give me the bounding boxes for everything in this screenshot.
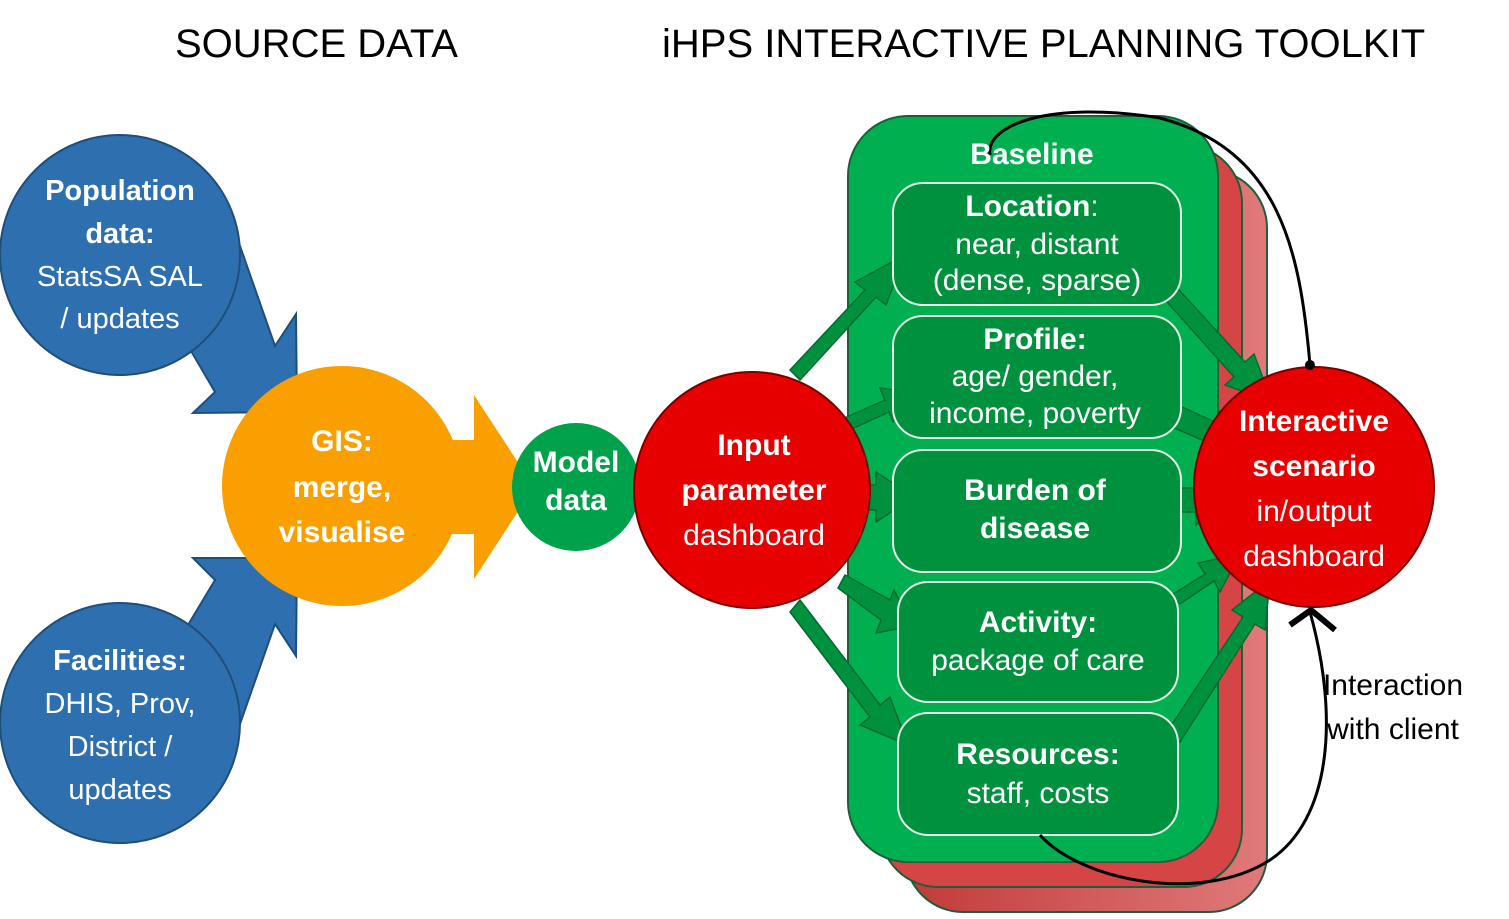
facilities-line2: District /: [68, 731, 174, 763]
profile-line2: income, poverty: [929, 397, 1141, 430]
client-line1: Interaction: [1323, 669, 1463, 702]
interactive-line2: scenario: [1252, 450, 1375, 483]
resources-to-interactive-arrow: [1163, 578, 1271, 743]
population-data-circle: [0, 134, 241, 376]
activity-line1: package of care: [931, 644, 1144, 677]
facilities-title: Facilities:: [53, 645, 187, 677]
profile-box: [892, 315, 1182, 439]
input-arrows: [788, 253, 918, 747]
activity-title: Activity:: [979, 606, 1097, 639]
population-title: Population: [45, 175, 195, 207]
profile-title: Profile:: [983, 323, 1086, 356]
facilities-line1: DHIS, Prov,: [45, 688, 196, 720]
resources-title: Resources:: [956, 738, 1119, 771]
location-line1: near, distant: [955, 228, 1119, 261]
interaction-loop-line: [988, 110, 1312, 366]
burden-line1: Burden of: [964, 474, 1107, 507]
resources-box: [897, 712, 1179, 836]
input-parameter-circle: [633, 371, 871, 609]
gis-circle: [222, 366, 462, 606]
facilities-line3: updates: [68, 774, 171, 806]
resources-line1: staff, costs: [967, 777, 1110, 810]
input-title: Input: [717, 429, 790, 462]
burden-box: [892, 449, 1182, 573]
activity-box: [897, 581, 1179, 703]
gis-to-model-arrow: [440, 395, 534, 579]
gis-title: GIS:: [311, 425, 373, 458]
burden-line2: disease: [980, 512, 1090, 545]
input-to-resources-arrow: [789, 598, 910, 747]
population-title2: data:: [85, 218, 154, 250]
population-line1: StatsSA SAL: [37, 261, 203, 293]
interactive-title: Interactive: [1239, 405, 1389, 438]
interaction-return-line: [1038, 611, 1328, 886]
location-box: [892, 182, 1182, 306]
input-to-activity-arrow: [837, 573, 914, 634]
input-line3: dashboard: [683, 519, 825, 552]
interactive-line4: dashboard: [1243, 540, 1385, 573]
model-line2: data: [545, 484, 607, 517]
interaction-arrowhead: [1288, 606, 1337, 633]
location-title: Location:: [965, 190, 1098, 223]
interaction-loop-dot: [1305, 360, 1315, 370]
input-line2: parameter: [681, 474, 826, 507]
profile-line1: age/ gender,: [952, 360, 1119, 393]
interactive-line3: in/output: [1256, 495, 1372, 528]
model-data-circle: [512, 423, 640, 551]
gis-line3: visualise: [279, 516, 406, 549]
facilities-circle: [0, 602, 241, 844]
gis-line2: merge,: [293, 471, 391, 504]
model-line1: Model: [533, 446, 620, 479]
baseline-title: Baseline: [970, 138, 1093, 171]
toolkit-heading: iHPS INTERACTIVE PLANNING TOOLKIT: [662, 22, 1426, 66]
population-line2: / updates: [60, 303, 179, 335]
source-data-heading: SOURCE DATA: [175, 22, 458, 66]
location-colon: :: [1090, 190, 1098, 223]
client-line2: with client: [1326, 713, 1459, 746]
location-title-text: Location: [965, 190, 1090, 223]
location-line2: (dense, sparse): [933, 264, 1141, 297]
